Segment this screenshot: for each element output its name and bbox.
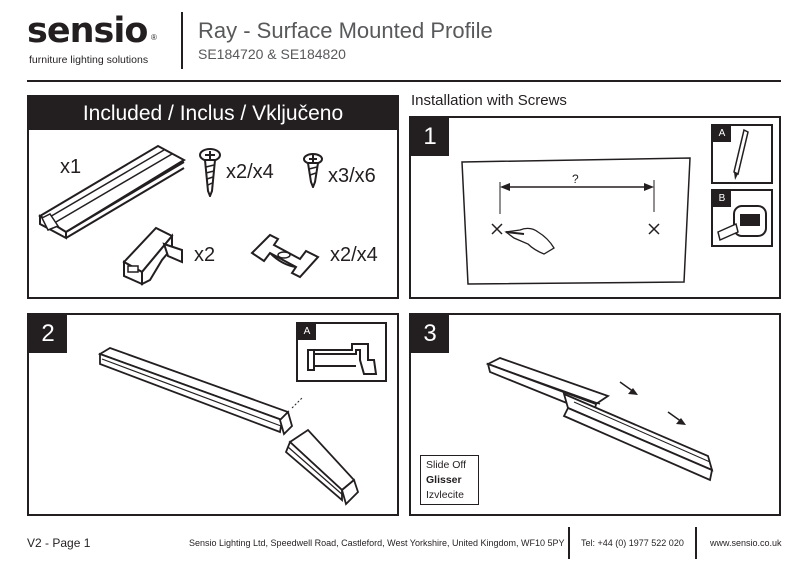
qty-clips: x2/x4 [330,244,378,266]
screw-short-icon [303,153,323,188]
cut-profile-icon [97,347,360,506]
header-divider [181,12,183,69]
tool-b-tag: B [713,191,731,207]
step-2-number: 2 [29,315,67,353]
measure-label: ? [572,172,579,186]
header-rule [27,80,781,82]
tape-measure-icon [717,205,767,242]
qty-screws: x2/x4 [226,161,274,183]
ceiling-board-icon [461,157,691,285]
page-title: Ray - Surface Mounted Profile [198,18,493,43]
end-cap-icon [122,226,183,286]
tool-a-saw-box [296,322,387,382]
logo-tagline: furniture lighting solutions [29,54,149,66]
screw-icon [199,148,221,197]
tool-a-saw-tag: A [298,324,316,340]
tool-a-pencil-box [711,124,773,184]
profile-icon [38,144,186,240]
tool-b-tape-box [711,189,773,247]
footer-divider-1 [568,527,570,559]
installation-title: Installation with Screws [411,92,567,109]
page-version: V2 - Page 1 [27,536,91,550]
qty-end-caps: x2 [194,244,216,266]
hacksaw-icon [307,343,378,375]
slide-off-note: Slide Off Glisser Izvlecite [420,455,479,505]
product-codes: SE184720 & SE184820 [198,46,346,62]
company-website[interactable]: www.sensio.co.uk [710,538,782,548]
step-3-panel [409,313,781,516]
slide-off-sl: Izvlecite [426,489,464,501]
included-heading: Included / Inclus / Vključeno [29,97,397,130]
pencil-icon [733,128,749,180]
logo-registered-mark: ® [151,33,157,42]
footer-divider-2 [695,527,697,559]
company-phone: Tel: +44 (0) 1977 522 020 [581,538,684,548]
mounting-clip-icon [250,233,320,279]
slide-profile-icon [485,357,714,482]
company-address: Sensio Lighting Ltd, Speedwell Road, Cas… [189,538,565,548]
step-3-number: 3 [411,315,449,353]
slide-off-en: Slide Off [426,459,467,471]
logo-wordmark: sensio [27,11,148,51]
slide-off-fr: Glisser [426,474,462,486]
step-1-number: 1 [411,118,449,156]
step-2-panel [27,313,399,516]
qty-profile: x1 [60,156,82,178]
tool-a-tag: A [713,126,731,142]
qty-short-screws: x3/x6 [328,165,376,187]
